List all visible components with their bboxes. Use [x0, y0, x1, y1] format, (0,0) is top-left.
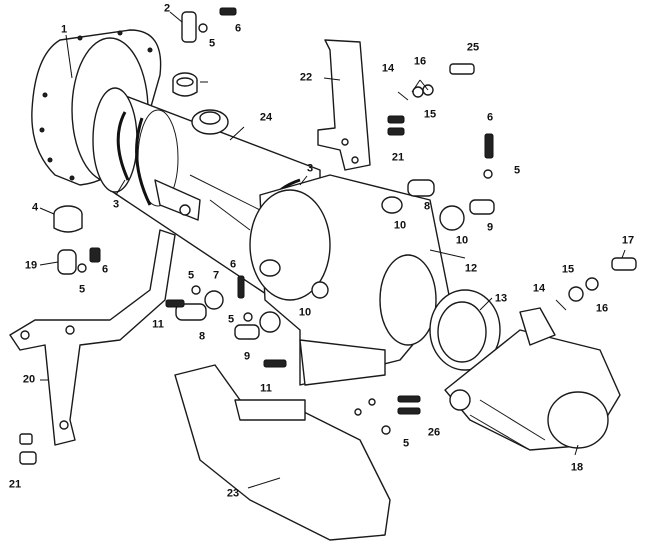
part-23-cover-plate	[174, 364, 391, 541]
callout-10: 10	[393, 219, 407, 232]
callout-26: 26	[427, 426, 441, 439]
part-22-upper-bracket	[317, 39, 371, 171]
leader-lines	[39, 11, 626, 489]
small-hardware	[19, 7, 637, 465]
callout-1: 1	[60, 23, 68, 36]
callout-6: 6	[229, 258, 237, 271]
callout-18: 18	[570, 461, 584, 474]
callout-6: 6	[234, 22, 242, 35]
part-12-center-housing	[249, 174, 451, 386]
callout-9: 9	[243, 350, 251, 363]
callout-2: 2	[163, 2, 171, 15]
callout-11: 11	[260, 382, 272, 395]
callout-21: 21	[8, 478, 22, 491]
callout-16: 16	[413, 55, 427, 68]
callout-8: 8	[198, 330, 206, 343]
callout-11: 11	[152, 318, 164, 331]
callout-13: 13	[494, 292, 508, 305]
callout-8: 8	[423, 200, 431, 213]
part-20-support-arm	[9, 229, 176, 446]
callout-15: 15	[423, 108, 437, 121]
callout-5: 5	[402, 437, 410, 450]
callout-21: 21	[391, 151, 405, 164]
callout-7: 7	[212, 269, 220, 282]
callout-4: 4	[31, 201, 39, 214]
part-13-seal-ring	[429, 289, 501, 371]
part-18-final-drive-housing	[444, 307, 621, 451]
callout-22: 22	[299, 71, 313, 84]
callout-5: 5	[513, 164, 521, 177]
callout-10: 10	[298, 306, 312, 319]
callout-12: 12	[464, 262, 478, 275]
callout-5: 5	[227, 313, 235, 326]
callout-14: 14	[381, 62, 395, 75]
callout-9: 9	[486, 221, 494, 234]
callout-20: 20	[22, 373, 36, 386]
callout-3: 3	[112, 198, 120, 211]
callout-3: 3	[306, 162, 314, 175]
callout-6: 6	[101, 263, 109, 276]
callout-5: 5	[187, 269, 195, 282]
callout-10: 10	[455, 234, 469, 247]
part-3-o-ring-left	[135, 117, 152, 206]
callout-14: 14	[532, 282, 546, 295]
callout-5: 5	[208, 37, 216, 50]
callout-25: 25	[466, 41, 480, 54]
callout-19: 19	[24, 259, 38, 272]
callout-24: 24	[259, 111, 273, 124]
callout-6: 6	[486, 111, 494, 124]
callout-15: 15	[561, 263, 575, 276]
callout-23: 23	[226, 487, 240, 500]
callout-17: 17	[621, 234, 635, 247]
callout-5: 5	[78, 283, 86, 296]
callout-16: 16	[595, 302, 609, 315]
